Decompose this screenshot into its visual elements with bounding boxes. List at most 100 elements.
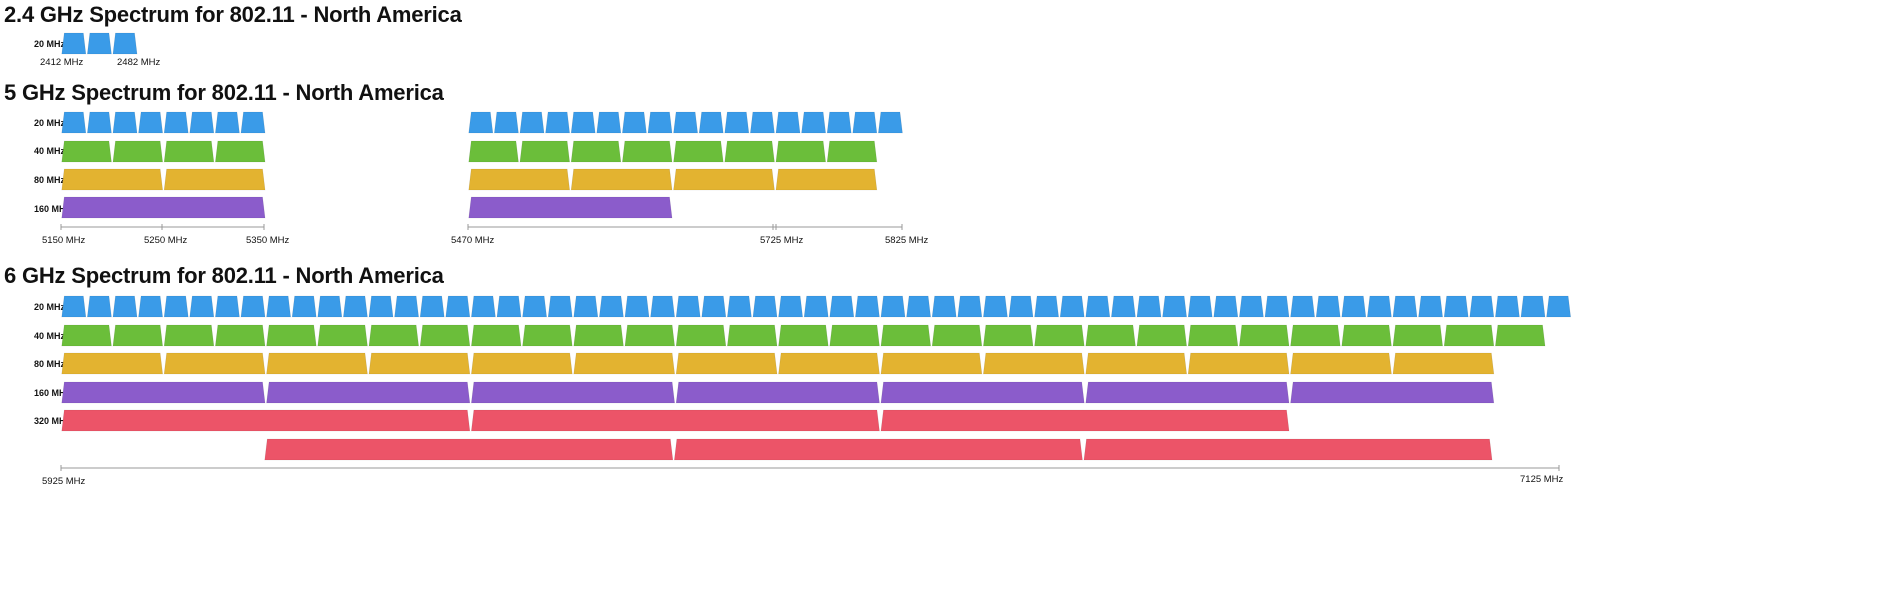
ch5-unii-1-2-40mhz-2	[112, 140, 163, 163]
ch6-20mhz-48	[1264, 295, 1290, 318]
ch6-40mhz-1	[61, 324, 112, 347]
ch6-20mhz-3	[112, 295, 138, 318]
ch5-unii-1-2-20mhz-7	[215, 111, 240, 134]
ch5-unii-1-2-20mhz-8	[240, 111, 266, 134]
ch6-20mhz-11	[317, 295, 343, 318]
ch5-unii-2e-3-40mhz-2	[519, 140, 570, 163]
ch5-unii-2e-3-20mhz-17	[878, 111, 903, 134]
ch6-20mhz-9	[266, 295, 291, 318]
ch5-unii-2e-3-20mhz-10	[698, 111, 724, 134]
freq-label-5250: 5250 MHz	[144, 235, 188, 246]
ch5-unii-2e-3-20mhz-4	[545, 111, 570, 134]
ch6-20mhz-13	[368, 295, 394, 318]
ch5-unii-1-2-40mhz-4	[215, 140, 266, 163]
ch5-unii-1-2-80mhz-2	[163, 168, 266, 191]
ch6-20mhz-35	[931, 295, 957, 318]
ch24-20mhz-2	[87, 32, 112, 55]
freq-label-2482: 2482 MHz	[117, 57, 161, 68]
ch6-20mhz-27	[727, 295, 752, 318]
ch5-unii-2e-3-160mhz-1	[468, 196, 673, 219]
ch6-40mhz-20	[1034, 324, 1085, 347]
ch6-40mhz-23	[1187, 324, 1239, 347]
freq-label-5925: 5925 MHz	[42, 476, 86, 487]
ch5-unii-1-2-20mhz-3	[112, 111, 138, 134]
ch5-unii-2e-3-40mhz-3	[570, 140, 622, 163]
ch6-40mhz-15	[778, 324, 829, 347]
ch6-40mhz-10	[522, 324, 573, 347]
ch5-unii-2e-3-20mhz-5	[570, 111, 596, 134]
ch6-20mhz-14	[394, 295, 419, 318]
ch5-unii-2e-3-80mhz-3	[673, 168, 775, 191]
ch6-20mhz-30	[803, 295, 829, 318]
row-label-6-40mhz: 40 MHz	[34, 331, 66, 341]
row-label-5-160mhz: 160 MHz	[34, 204, 71, 214]
ch6-20mhz-16	[445, 295, 471, 318]
ch6-40mhz-24	[1239, 324, 1290, 347]
ch6-160mhz-6	[1085, 381, 1290, 404]
ch6-160mhz-3	[471, 381, 675, 404]
freq-label-5350: 5350 MHz	[246, 235, 290, 246]
ch6-20mhz-25	[675, 295, 701, 318]
ch24-20mhz-1	[61, 32, 87, 55]
ch6-40mhz-29	[1495, 324, 1546, 347]
ch6-20mhz-40	[1059, 295, 1085, 318]
ch5-unii-2e-3-40mhz-6	[724, 140, 775, 163]
title-2-4-ghz: 2.4 GHz Spectrum for 802.11 - North Amer…	[4, 2, 462, 27]
ch6-40mhz-28	[1443, 324, 1495, 347]
ch6-80mhz-11	[1085, 352, 1187, 375]
ch6-80mhz-8	[778, 352, 880, 375]
ch6-320mhz-b-1	[264, 438, 674, 461]
ch6-20mhz-53	[1392, 295, 1418, 318]
ch6-20mhz-39	[1034, 295, 1059, 318]
ch5-unii-2e-3-40mhz-4	[622, 140, 673, 163]
freq-label-2412: 2412 MHz	[40, 57, 84, 68]
ch6-20mhz-29	[778, 295, 803, 318]
ch6-20mhz-12	[343, 295, 368, 318]
ch5-unii-2e-3-20mhz-9	[673, 111, 698, 134]
axis-6ghz	[60, 465, 1560, 471]
ch6-40mhz-6	[317, 324, 368, 347]
ch6-20mhz-1	[61, 295, 87, 318]
ch6-80mhz-5	[471, 352, 573, 375]
ch6-20mhz-58	[1520, 295, 1546, 318]
ch6-40mhz-25	[1290, 324, 1341, 347]
ch6-40mhz-22	[1136, 324, 1187, 347]
ch5-unii-2e-3-80mhz-4	[775, 168, 878, 191]
ch6-80mhz-9	[880, 352, 983, 375]
ch5-unii-1-2-20mhz-1	[61, 111, 87, 134]
ch6-80mhz-10	[983, 352, 1085, 375]
ch5-unii-2e-3-20mhz-14	[801, 111, 826, 134]
ch6-20mhz-41	[1085, 295, 1111, 318]
freq-label-5725: 5725 MHz	[760, 235, 804, 246]
ch6-20mhz-56	[1469, 295, 1495, 318]
freq-label-7125: 7125 MHz	[1520, 474, 1564, 485]
ch5-unii-2e-3-20mhz-6	[596, 111, 622, 134]
title-6-ghz: 6 GHz Spectrum for 802.11 - North Americ…	[4, 263, 444, 288]
ch6-20mhz-59	[1546, 295, 1571, 318]
ch6-20mhz-24	[650, 295, 675, 318]
ch6-80mhz-14	[1392, 352, 1495, 375]
ch5-unii-2e-3-80mhz-2	[570, 168, 673, 191]
ch5-unii-2e-3-80mhz-1	[468, 168, 570, 191]
ch6-20mhz-54	[1418, 295, 1443, 318]
ch5-unii-1-2-80mhz-1	[61, 168, 163, 191]
ch5-unii-1-2-40mhz-3	[163, 140, 215, 163]
row-label-5-40mhz: 40 MHz	[34, 146, 66, 156]
ch6-20mhz-51	[1341, 295, 1367, 318]
row-label-5-80mhz: 80 MHz	[34, 175, 66, 185]
ch6-20mhz-36	[957, 295, 983, 318]
ch6-20mhz-32	[855, 295, 880, 318]
ch6-20mhz-46	[1213, 295, 1239, 318]
ch6-40mhz-26	[1341, 324, 1392, 347]
ch6-80mhz-1	[61, 352, 163, 375]
ch6-20mhz-23	[624, 295, 650, 318]
ch6-40mhz-7	[368, 324, 419, 347]
ch6-80mhz-6	[573, 352, 675, 375]
ch6-20mhz-19	[522, 295, 547, 318]
ch6-20mhz-47	[1239, 295, 1264, 318]
ch6-320mhz-a-1	[61, 409, 471, 432]
ch5-unii-1-2-20mhz-4	[138, 111, 163, 134]
ch6-20mhz-28	[752, 295, 778, 318]
ch5-unii-2e-3-40mhz-1	[468, 140, 519, 163]
